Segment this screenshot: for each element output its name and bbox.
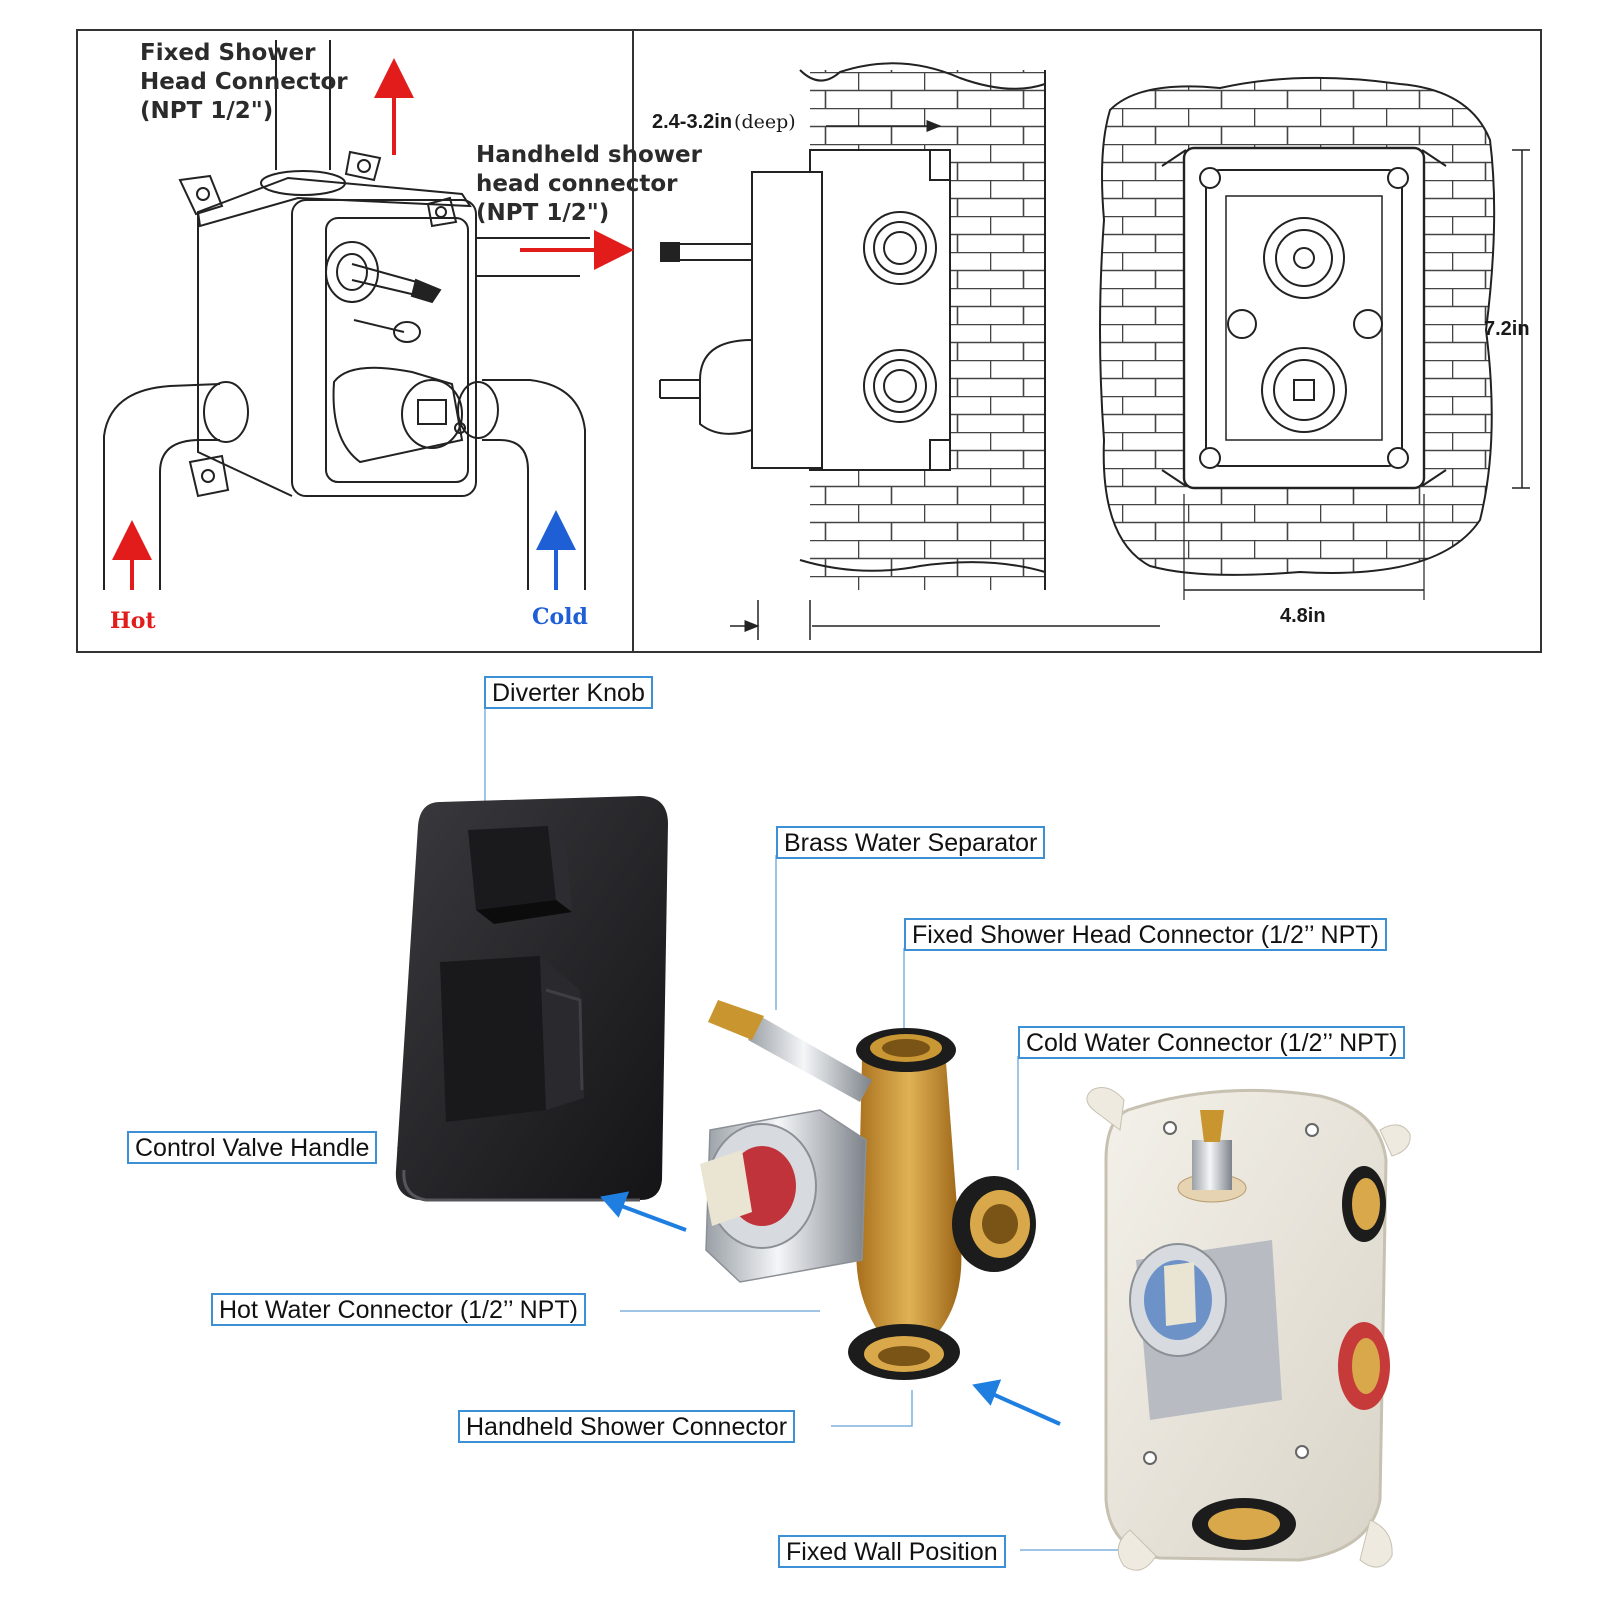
diverter-knob-callout: Diverter Knob: [484, 676, 653, 709]
front-view-sketch: [1099, 76, 1530, 600]
width-dimension: 4.8in: [1280, 605, 1326, 627]
fixed-connector-label: Fixed Shower Head Connector (NPT 1/2"): [140, 40, 356, 124]
control-handle-part: [440, 956, 584, 1122]
rough-in-box-part: [1086, 1087, 1411, 1571]
hot-label: Hot: [110, 608, 156, 634]
wall-position-callout: Fixed Wall Position: [778, 1535, 1006, 1568]
valve-box-sketch: [103, 40, 590, 590]
cold-connector-callout: Cold Water Connector (1/2’’ NPT): [1018, 1026, 1406, 1059]
blue-pointer-arrows: [600, 1191, 1061, 1426]
height-dimension: 7.2in: [1484, 318, 1530, 340]
depth-dimension: 2.4-3.2in(deep): [652, 111, 796, 133]
trim-plate: [395, 796, 668, 1202]
cold-label: Cold: [532, 604, 588, 630]
handheld-connector-callout: Handheld Shower Connector: [458, 1410, 796, 1443]
brass-valve-part: [700, 1000, 1036, 1380]
control-handle-callout: Control Valve Handle: [127, 1131, 378, 1164]
installation-drawing: Fixed Shower Head Connector (NPT 1/2") H…: [76, 29, 1542, 653]
hot-connector-callout: Hot Water Connector (1/2’’ NPT): [211, 1293, 586, 1326]
fixed-head-connector-callout: Fixed Shower Head Connector (1/2’’ NPT): [904, 918, 1387, 951]
handheld-connector-label: Handheld shower head connector (NPT 1/2"…: [476, 142, 710, 226]
brass-separator-callout: Brass Water Separator: [776, 826, 1046, 859]
side-view-sketch: [659, 62, 1160, 640]
diverter-knob-part: [468, 826, 572, 924]
